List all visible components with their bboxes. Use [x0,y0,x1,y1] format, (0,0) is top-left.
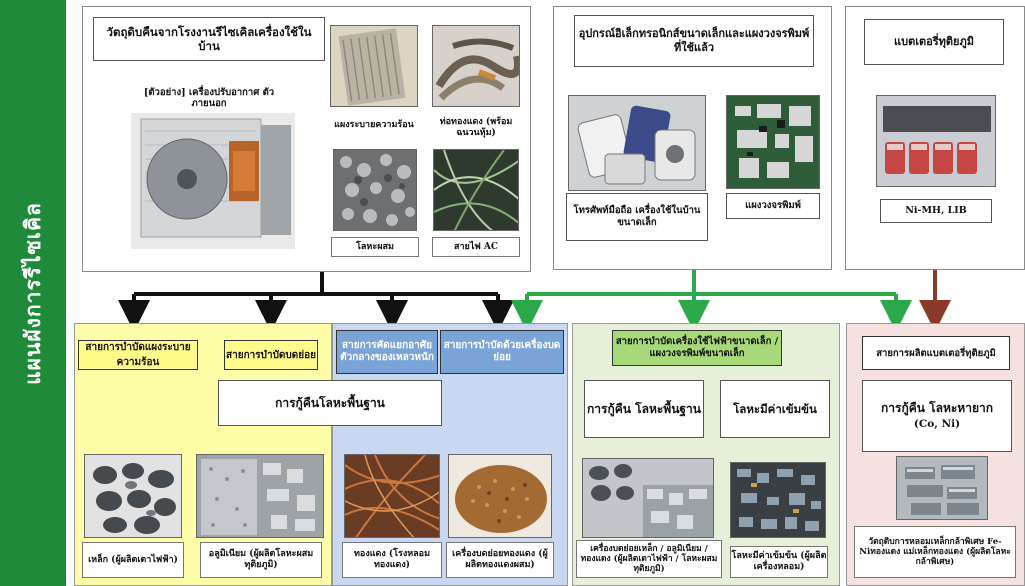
copper-pipe-image [432,25,520,107]
copper-image [344,454,440,538]
iron-caption: เหล็ก (ผู้ผลิตเตาไฟฟ้า) [82,542,184,578]
phones-image [568,95,706,191]
ac-unit-image [131,113,295,249]
rare-metal-recovery: การกู้คืน โลหะหายาก (Co, Ni) [862,380,1012,452]
small-line-header: สายการบำบัดเครื่องใช้ไฟฟ้าขนาดเล็ก / แผง… [612,330,782,366]
shred-line-header: สายการบำบัดบดย่อย [224,340,318,370]
sort-line-header: สายการคัดแยกอาศัยตัวกลางของเหลวหนัก [336,330,438,374]
crushed-copper-image [448,454,552,538]
battery-panel: แบตเตอรี่ทุติยภูมิ Ni-MH, LIB [845,6,1025,270]
precious-image [730,462,826,538]
small-electronics-panel: อุปกรณ์อิเล็กทรอนิกส์ขนาดเล็กและแผงวงจรพ… [553,6,832,270]
heat-exchanger-image [330,25,418,107]
battery-title: แบตเตอรี่ทุติยภูมิ [864,19,1004,65]
home-appliance-panel: วัตถุดิบคืนจากโรงงานรีไซเคิลเครื่องใช้ใน… [82,6,531,272]
iron-image [84,454,182,538]
crush-line-header: สายการบำบัดด้วยเครื่องบดย่อย [440,330,564,374]
copper-pipe-caption: ท่อทองแดง (พร้อมฉนวนหุ้ม) [439,117,513,138]
rare-metal-sub: (Co, Ni) [913,417,961,430]
mixed-metal-image [333,149,417,231]
base-metal-recovery-2: การกู้คืน โลหะพื้นฐาน [584,380,704,438]
pcb-image [726,95,820,189]
crushed-copper-caption: เครื่องบดย่อยทองแดง (ผู้ผลิตทองแดงผสม) [446,542,554,578]
alloy-caption: วัตถุดิบการหลอมเหล็กกล้าพิเศษ Fe-Niทองแด… [854,526,1016,578]
mixed-metal-caption: โลหะผสม [331,237,419,257]
precious-metal-box: โลหะมีค่าเข้มข้น [720,380,830,438]
heat-exchanger-caption: แผงระบายความร้อน [334,119,414,130]
aluminum-caption: อลูมิเนียม (ผู้ผลิตโลหะผสมทุติยภูมิ) [200,542,322,578]
heat-exchanger-line-header: สายการบำบัดแผงระบายความร้อน [78,340,198,370]
small-products-image [582,458,714,538]
battery-types-caption: Ni-MH, LIB [880,199,992,223]
small-electronics-title: อุปกรณ์อิเล็กทรอนิกส์ขนาดเล็กและแผงวงจรพ… [574,15,814,67]
example-label: [ตัวอย่าง] เครื่องปรับอากาศ ตัวภายนอก [143,86,275,109]
aluminum-image [196,454,324,538]
ac-wire-image [433,149,519,231]
rare-metal-title: การกู้คืน โลหะหายาก [881,400,993,415]
small-products-caption: เครื่องบดย่อยเหล็ก / อลูมิเนียม / ทองแดง… [576,540,722,578]
pcb-caption: แผงวงจรพิมพ์ [726,193,820,219]
precious-caption: โลหะมีค่าเข้มข้น (ผู้ผลิตเครื่องหลอม) [730,546,828,578]
home-appliance-title: วัตถุดิบคืนจากโรงงานรีไซเคิลเครื่องใช้ใน… [93,17,325,61]
alloy-image [896,456,988,520]
battery-image [876,95,996,187]
copper-caption: ทองแดง (โรงหลอมทองแดง) [342,542,442,578]
ac-wire-caption: สายไฟ AC [432,237,520,257]
base-metal-recovery: การกู้คืนโลหะพื้นฐาน [218,380,442,426]
battery-line-header: สายการผลิตแบตเตอรี่ทุติยภูมิ [862,336,1010,370]
sidebar: แผนผังการรีไซเคิล [0,0,66,586]
phones-caption: โทรศัพท์มือถือ เครื่องใช้ในบ้านขนาดเล็ก [566,193,708,241]
